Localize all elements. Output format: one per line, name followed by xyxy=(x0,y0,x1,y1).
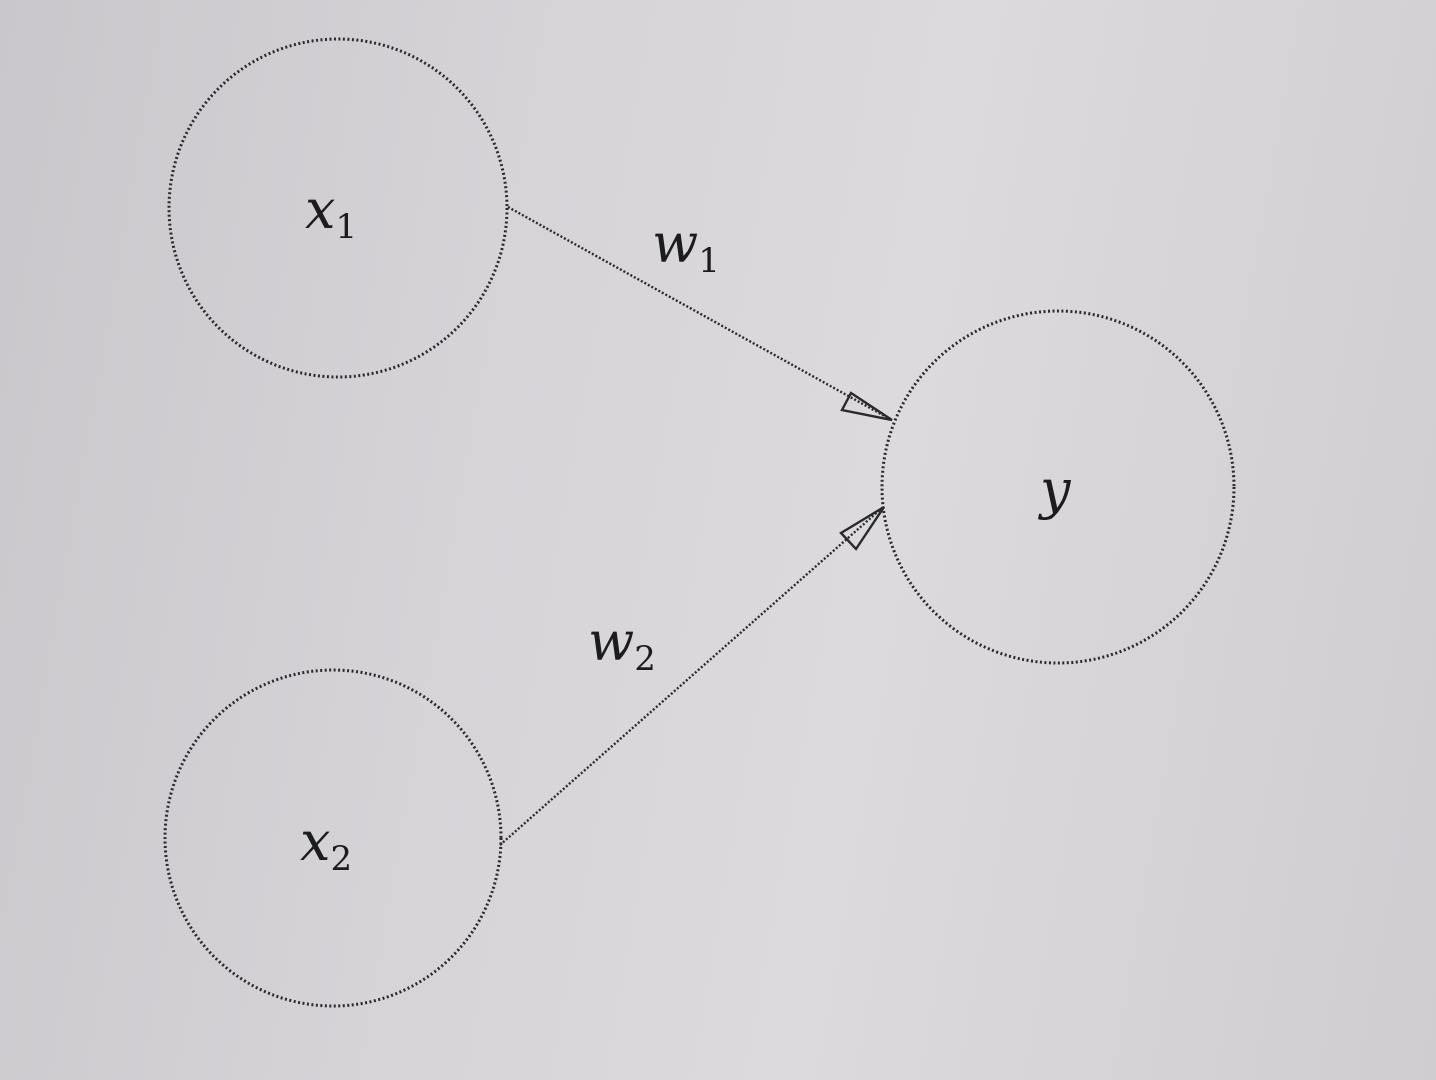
node-label-x2: x2 xyxy=(300,810,352,879)
node-label-y: y xyxy=(1038,458,1072,521)
edge-line-w2 xyxy=(499,507,883,846)
node-label-x1: x1 xyxy=(305,178,357,247)
node-x2: x2 xyxy=(163,668,503,1008)
node-x1: x1 xyxy=(167,37,509,379)
node-y: y xyxy=(880,309,1236,665)
edge-label-w1: w1 xyxy=(652,212,720,281)
edge-x2-y: w2 xyxy=(499,505,885,846)
node-circle-y xyxy=(880,309,1236,665)
arrowhead-icon xyxy=(840,391,893,422)
node-circle-x2 xyxy=(163,668,503,1008)
edge-line-w1 xyxy=(507,205,889,420)
node-circle-x1 xyxy=(167,37,509,379)
edge-label-w2: w2 xyxy=(588,610,656,679)
arrowhead-icon xyxy=(839,505,885,551)
edge-x1-y: w1 xyxy=(507,205,893,422)
